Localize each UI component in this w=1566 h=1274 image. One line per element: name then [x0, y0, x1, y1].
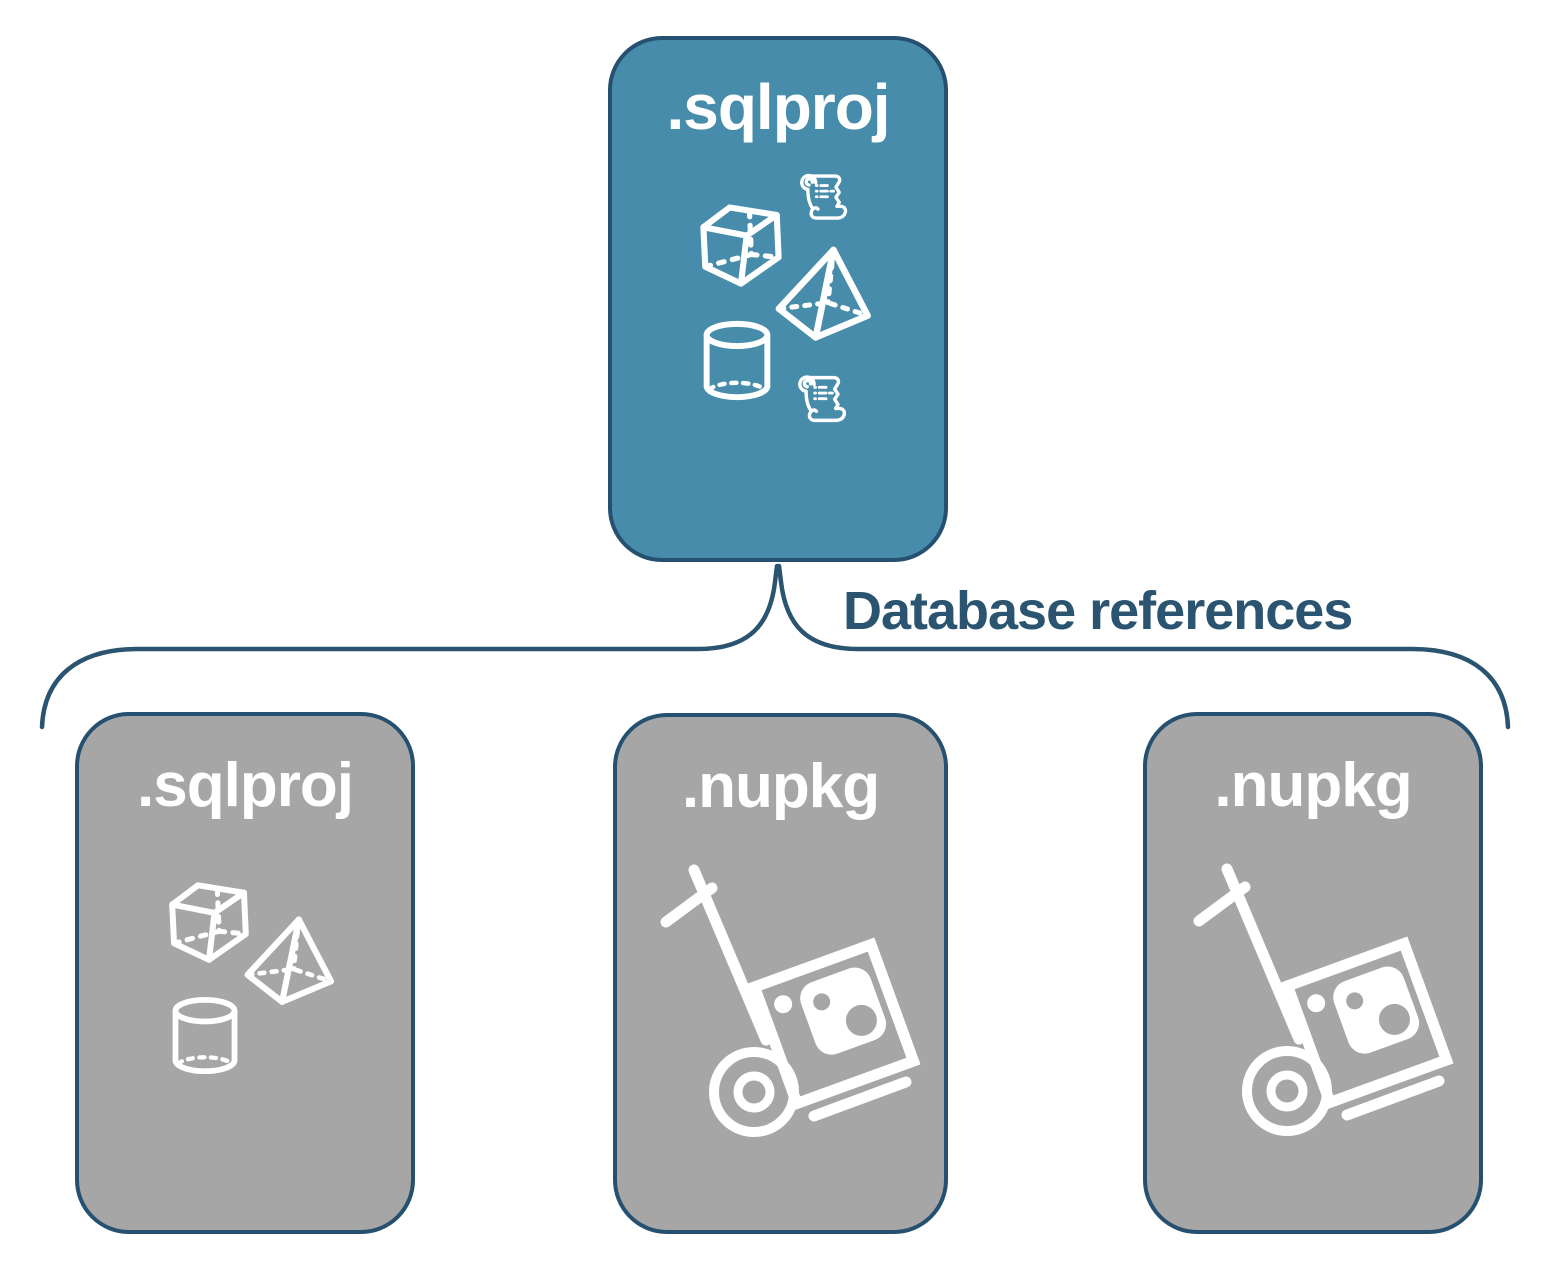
child-nupkg-box-1: .nupkg	[613, 713, 948, 1234]
root-sqlproj-box: .sqlproj	[608, 36, 948, 562]
root-box-title: .sqlproj	[666, 71, 890, 143]
cylinder-icon	[700, 318, 774, 406]
cylinder-icon	[169, 994, 241, 1080]
package-dolly-icon	[1187, 861, 1459, 1153]
scroll-icon	[793, 372, 850, 430]
child-box-title: .nupkg	[681, 752, 880, 821]
child-box-title: .nupkg	[1214, 751, 1412, 820]
connector-label: Database references	[843, 581, 1353, 641]
child-box-title: .sqlproj	[137, 751, 354, 820]
scroll-icon	[795, 170, 851, 228]
child-nupkg-box-2: .nupkg	[1143, 712, 1483, 1234]
pyramid-icon	[770, 244, 876, 344]
child-sqlproj-box: .sqlproj	[75, 712, 415, 1234]
pyramid-icon	[239, 914, 339, 1008]
package-dolly-icon	[654, 862, 926, 1154]
